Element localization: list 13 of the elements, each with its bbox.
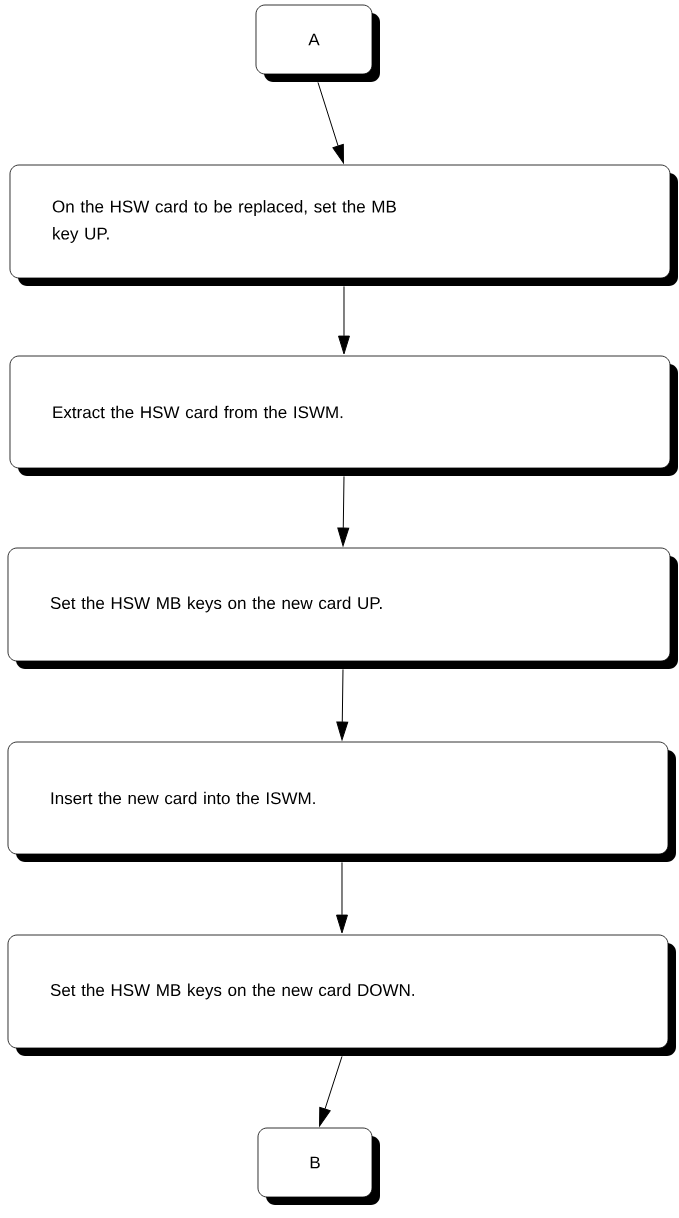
process-box: On the HSW card to be replaced, set the MB key UP. bbox=[9, 164, 678, 286]
arrow bbox=[336, 668, 349, 741]
arrow bbox=[337, 475, 350, 547]
connector-box: A bbox=[255, 4, 380, 82]
arrow bbox=[336, 861, 348, 934]
process-box: Set the HSW MB keys on the new card UP. bbox=[7, 547, 678, 669]
process-box: Extract the HSW card from the ISWM. bbox=[9, 355, 678, 476]
process-box: Insert the new card into the ISWM. bbox=[7, 741, 676, 862]
arrow bbox=[317, 81, 344, 164]
process-box: Set the HSW MB keys on the new card DOWN. bbox=[7, 934, 676, 1056]
arrow bbox=[319, 1055, 343, 1127]
connector-box: B bbox=[257, 1127, 380, 1205]
arrow bbox=[338, 285, 350, 355]
